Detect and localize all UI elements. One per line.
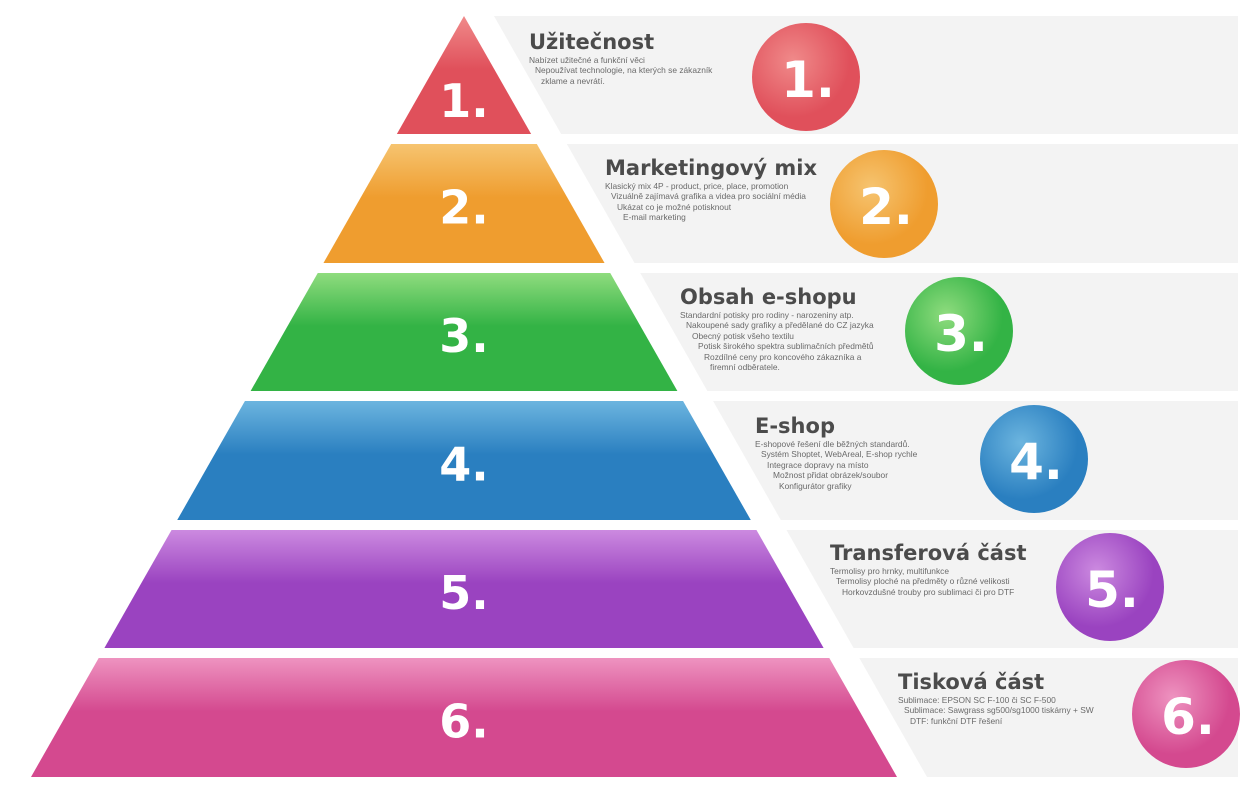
tier-title: Obsah e-shopu [680, 285, 857, 309]
tier-item: Horkovzdušné trouby pro sublimaci či pro… [842, 586, 1015, 597]
tier-circle-number: 6. [1161, 688, 1215, 746]
pyramid-level-number: 3. [439, 309, 488, 363]
tier-item: Nabízet užitečné a funkční věci [529, 55, 645, 65]
tier-item: Nakoupené sady grafiky a předělané do CZ… [686, 320, 874, 331]
pyramid-level-number: 5. [439, 566, 488, 620]
tier-item: Systém Shoptet, WebAreal, E-shop rychle [761, 449, 918, 460]
pyramid-level-number: 1. [439, 74, 488, 128]
pyramid-level-number: 2. [439, 181, 488, 235]
tier-item: Možnost přidat obrázek/soubor [773, 470, 888, 481]
tier-item: Rozdílné ceny pro koncového zákazníka a [704, 351, 862, 362]
tier-number-circle [752, 23, 860, 131]
tier-item: DTF: funkční DTF řešení [910, 715, 1003, 726]
pyramid-level-4 [177, 401, 751, 520]
tier-item: Klasický mix 4P - product, price, place,… [605, 181, 789, 191]
tier-item: Potisk širokého spektra sublimačních pře… [698, 341, 874, 352]
tier-circle-number: 3. [934, 305, 988, 363]
tier-title: E-shop [755, 414, 835, 438]
tier-item-list: Klasický mix 4P - product, price, place,… [605, 181, 817, 223]
pyramid-level-5 [104, 530, 824, 648]
tier-number-circle [1132, 660, 1240, 768]
tier-number-circle [1056, 533, 1164, 641]
tier-title: Tisková část [898, 670, 1045, 694]
tier-circle-number: 1. [781, 51, 835, 109]
tier-item: Integrace dopravy na místo [767, 459, 869, 470]
tier-circle-number: 2. [859, 178, 913, 236]
tier-item-list: E-shopové řešení dle běžných standardů.S… [755, 439, 917, 491]
tier-item: Sublimace: EPSON SC F-100 či SC F-500 [898, 695, 1056, 705]
pyramid-level-1 [396, 16, 532, 134]
tier-item: Vizuálně zajímavá grafika a videa pro so… [611, 191, 806, 202]
tier-item: Nepoužívat technologie, na kterých se zá… [535, 65, 713, 76]
tier-card [494, 16, 1238, 134]
tier-item: E-mail marketing [623, 212, 686, 223]
pyramid-level-6 [30, 658, 898, 777]
tier-item: zklame a nevrátí. [541, 75, 605, 86]
tier-item: Termolisy ploché na předměty o různé vel… [836, 576, 1010, 587]
tier-title: Transferová část [830, 541, 1027, 565]
tier-number-circle [980, 405, 1088, 513]
pyramid-level-2 [323, 144, 605, 263]
tier-item: Obecný potisk všeho textilu [692, 330, 794, 341]
pyramid-level-number: 4. [439, 438, 488, 492]
tier-title: Užitečnost [529, 30, 655, 54]
tier-item: Sublimace: Sawgrass sg500/sg1000 tiskárn… [904, 705, 1094, 716]
tier-item: Ukázat co je možné potisknout [617, 201, 732, 212]
tier-item: Standardní potisky pro rodiny - narozeni… [680, 310, 854, 320]
tier-item: firemní odběratele. [710, 362, 780, 373]
tier-item-list: Standardní potisky pro rodiny - narozeni… [680, 310, 874, 372]
pyramid-level-number: 6. [439, 695, 488, 749]
tier-item: Konfigurátor grafiky [779, 480, 852, 491]
tier-number-circle [830, 150, 938, 258]
tier-card [713, 401, 1238, 520]
tier-title: Marketingový mix [605, 156, 818, 180]
tier-circle-number: 4. [1009, 433, 1063, 491]
pyramid-level-3 [250, 273, 678, 391]
tier-item: E-shopové řešení dle běžných standardů. [755, 439, 910, 449]
tier-item: Termolisy pro hrnky, multifunkce [830, 566, 949, 576]
tier-circle-number: 5. [1085, 561, 1139, 619]
tier-number-circle [905, 277, 1013, 385]
